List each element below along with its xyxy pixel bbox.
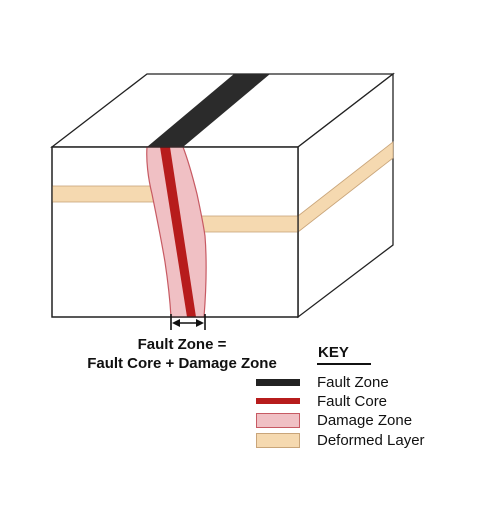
fault-zone-width-arrow — [170, 314, 206, 330]
key-label-deformed-layer: Deformed Layer — [317, 431, 425, 449]
fault-zone-swatch — [256, 378, 300, 386]
fault-zone-band — [147, 74, 270, 147]
key-label-damage-zone: Damage Zone — [317, 411, 413, 429]
fault-core — [160, 147, 196, 317]
key-label-fault-core: Fault Core — [317, 392, 388, 410]
key-item-fault-zone: Fault Zone — [256, 373, 389, 391]
key-label-fault-zone: Fault Zone — [317, 373, 389, 391]
block-front-outline — [51, 146, 299, 318]
key-item-fault-core: Fault Core — [256, 392, 387, 410]
key-title: KEY — [318, 344, 349, 361]
fault-zone-caption-line2: Fault Core + Damage Zone — [87, 355, 277, 372]
key-item-damage-zone: Damage Zone — [256, 411, 412, 429]
deformed-layer-front-left — [51, 185, 163, 203]
key-title-underline — [317, 363, 371, 365]
damage-zone-swatch — [256, 412, 300, 428]
key-item-deformed-layer: Deformed Layer — [256, 431, 425, 449]
fault-zone-caption-line1: Fault Zone = — [137, 336, 227, 353]
deformed-layer-swatch — [256, 432, 300, 448]
deformed-layer-front-right — [189, 215, 299, 233]
fault-core-swatch — [256, 398, 300, 404]
